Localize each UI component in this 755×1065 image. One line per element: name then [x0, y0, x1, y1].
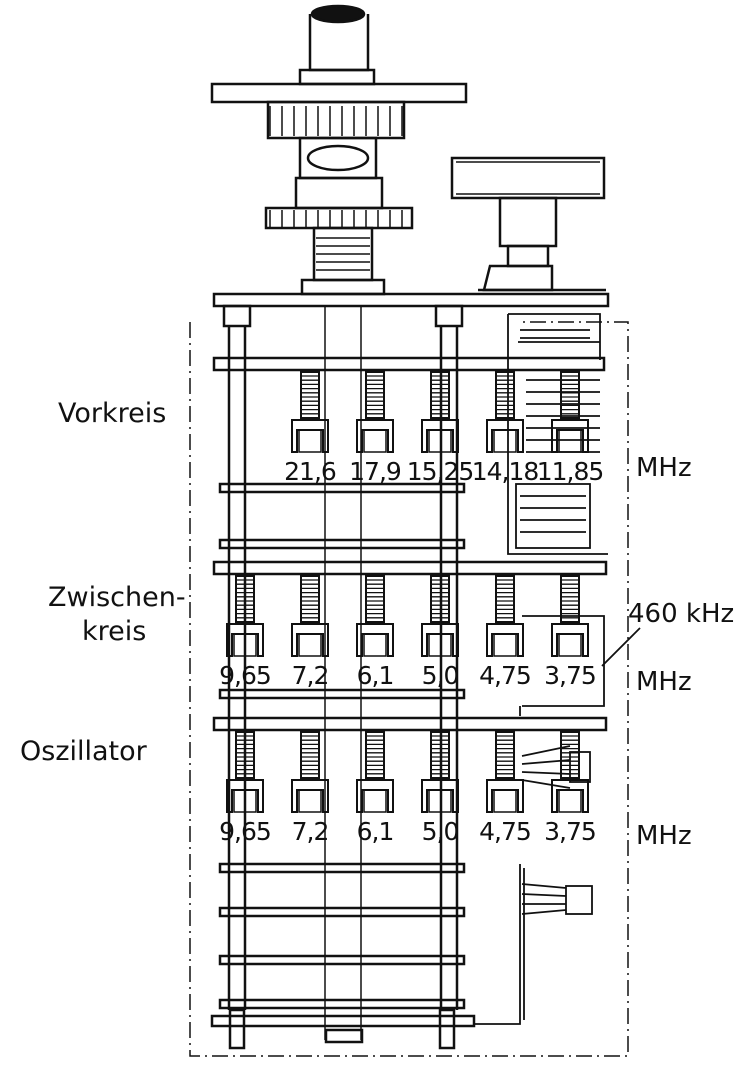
rod-posts: [222, 304, 464, 1050]
coil-oszillator-6: [551, 731, 589, 813]
section-label-oszillator: Oszillator: [20, 736, 148, 767]
coil-zwischenkreis-6: [551, 575, 589, 657]
section-label-vorkreis: Vorkreis: [58, 398, 166, 429]
unit-label-zwischenkreis: MHz: [636, 667, 692, 697]
section-label-zwischenkreis-line1: Zwischen-: [48, 582, 186, 613]
if-filter-box: [519, 615, 605, 716]
mechanical-drawing: [189, 4, 629, 1057]
freq-label-oszillator-2: 7,2: [292, 817, 329, 846]
deck-plates: [210, 356, 608, 1028]
coil-zwischenkreis-2: [291, 575, 329, 657]
coil-oszillator-2: [291, 731, 329, 813]
coil-vorkreis-1: [291, 371, 329, 453]
freq-label-oszillator-6: 3,75: [544, 817, 596, 846]
coil-zwischenkreis-3: [356, 575, 394, 657]
freq-label-zwischenkreis-3: 6,1: [357, 661, 394, 690]
freq-label-zwischenkreis-1: 9,65: [219, 661, 271, 690]
if-frequency-leader: [601, 627, 641, 667]
freq-label-oszillator-3: 6,1: [357, 817, 394, 846]
freq-label-oszillator-4: 5,0: [422, 817, 459, 846]
coil-vorkreis-5: [551, 371, 589, 453]
freq-label-oszillator-1: 9,65: [219, 817, 271, 846]
unit-label-oszillator: MHz: [636, 821, 692, 851]
coil-oszillator-3: [356, 731, 394, 813]
coil-vorkreis-3: [421, 371, 459, 453]
coil-zwischenkreis-1: [226, 575, 264, 657]
freq-label-vorkreis-4: 14,18: [472, 457, 539, 486]
freq-label-zwischenkreis-6: 3,75: [544, 661, 596, 690]
coil-oszillator-4: [421, 731, 459, 813]
drive-shaft: [210, 4, 468, 296]
section-label-zwischenkreis-line2: kreis: [82, 616, 146, 647]
freq-label-vorkreis-2: 17,9: [349, 457, 401, 486]
coil-vorkreis-2: [356, 371, 394, 453]
freq-label-zwischenkreis-5: 4,75: [479, 661, 531, 690]
freq-label-oszillator-5: 4,75: [479, 817, 531, 846]
freq-label-vorkreis-1: 21,6: [284, 457, 336, 486]
freq-label-vorkreis-3: 15,25: [407, 457, 474, 486]
unit-label-vorkreis: MHz: [636, 453, 692, 483]
coil-oszillator-1: [226, 731, 264, 813]
coil-zwischenkreis-4: [421, 575, 459, 657]
chassis-frame: [189, 321, 629, 1057]
freq-label-vorkreis-5: 11,85: [537, 457, 604, 486]
coil-vorkreis-4: [486, 371, 524, 453]
oscillator-trimmer: [474, 745, 593, 1025]
drive-motor: [450, 156, 606, 292]
coil-oszillator-5: [486, 731, 524, 813]
freq-label-zwischenkreis-2: 7,2: [292, 661, 329, 690]
freq-label-zwischenkreis-4: 5,0: [422, 661, 459, 690]
coil-zwischenkreis-5: [486, 575, 524, 657]
if-frequency-label: 460 kHz: [628, 599, 734, 629]
